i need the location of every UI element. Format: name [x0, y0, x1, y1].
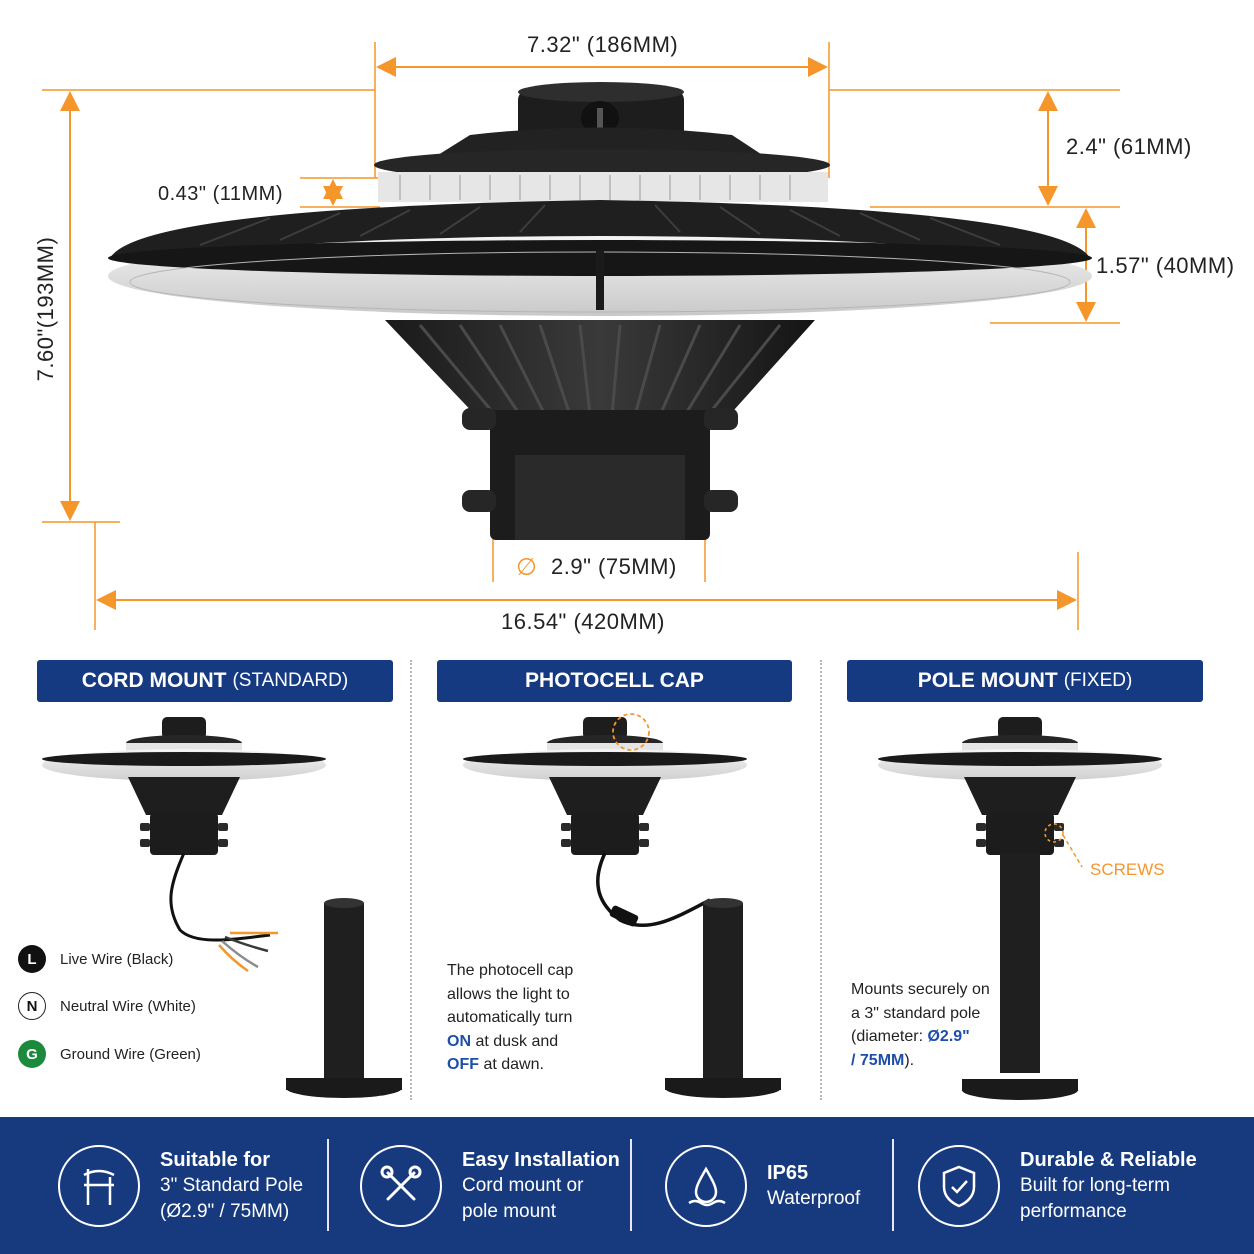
photocell-desc-line: at dusk and: [471, 1032, 559, 1050]
cord-mount-title: CORD MOUNT: [81, 669, 227, 692]
feature-pole-line3: (Ø2.9" / 75MM): [160, 1200, 290, 1222]
pole-desc-line: a 3" standard pole: [851, 1004, 981, 1022]
pole-diameter-metric: / 75MM: [851, 1051, 905, 1069]
ground-wire-label: Ground Wire (Green): [60, 1045, 201, 1063]
cord-mount-lamp: [42, 717, 326, 855]
cord-mount-header: CORD MOUNT (STANDARD): [37, 660, 393, 702]
photocell-desc-line: automatically turn: [447, 1009, 573, 1026]
live-wire-label: Live Wire (Black): [60, 950, 174, 968]
feature-durable-line2: Built for long-term: [1020, 1174, 1170, 1196]
photocell-desc-line: at dawn.: [479, 1056, 544, 1073]
total-height-label: 7.60"(193MM): [33, 236, 58, 382]
diameter-symbol-icon: ∅: [516, 554, 538, 581]
pole-icon: [58, 1144, 140, 1227]
dimension-diagram: [42, 42, 1120, 630]
feature-waterproof-title: IP65: [767, 1161, 809, 1184]
pole-mount-subtitle: (FIXED): [1063, 670, 1133, 691]
tools-icon: [360, 1144, 442, 1227]
feature-waterproof: IP65 Waterproof: [665, 1117, 860, 1254]
mount-illustrations: [42, 713, 1162, 1100]
ring-height-label: 0.43" (11MM): [158, 183, 283, 205]
cord-mount-pole: [286, 898, 402, 1098]
wire-ground-row: G Ground Wire (Green): [18, 1040, 201, 1068]
feature-durable: Durable & Reliable Built for long-term p…: [918, 1117, 1197, 1254]
light-fixture-drawing: [108, 82, 1092, 540]
photocell-lamp: [463, 717, 747, 855]
feature-pole-title: Suitable for: [160, 1148, 271, 1171]
photocell-cap-title: PHOTOCELL CAP: [525, 669, 704, 692]
off-keyword: OFF: [447, 1056, 479, 1073]
feature-divider: [327, 1139, 329, 1231]
photocell-desc-line: allows the light to: [447, 985, 570, 1003]
neutral-wire-badge: N: [18, 992, 46, 1020]
pole-diameter-value: Ø2.9": [927, 1028, 970, 1045]
pole-mount-lamp: [878, 717, 1162, 855]
wire-live-row: L Live Wire (Black): [18, 945, 173, 973]
pole-mount-title: POLE MOUNT: [917, 669, 1058, 692]
feature-installation-title: Easy Installation: [462, 1148, 620, 1171]
top-width-label: 7.32" (186MM): [527, 32, 679, 57]
mount-diameter-label: 2.9" (75MM): [551, 554, 677, 579]
feature-installation-line2: Cord mount or: [462, 1174, 584, 1196]
pole-desc-line: ).: [904, 1051, 915, 1069]
lens-height-label: 1.57" (40MM): [1096, 253, 1235, 278]
live-wire-badge: L: [18, 945, 46, 973]
ground-wire-badge: G: [18, 1040, 46, 1068]
panel-divider: [410, 660, 412, 1100]
shield-icon: [918, 1144, 1000, 1227]
feature-pole-line2: 3" Standard Pole: [160, 1174, 304, 1196]
feature-durable-title: Durable & Reliable: [1020, 1148, 1197, 1171]
feature-bar: Suitable for 3" Standard Pole (Ø2.9" / 7…: [0, 1117, 1254, 1254]
feature-installation: Easy Installation Cord mount or pole mou…: [360, 1117, 620, 1254]
feature-divider: [892, 1139, 894, 1231]
feature-divider: [630, 1139, 632, 1231]
screws-label: SCREWS: [1090, 860, 1165, 879]
neutral-wire-label: Neutral Wire (White): [60, 997, 196, 1015]
photocell-desc-line: The photocell cap: [447, 962, 574, 979]
feature-waterproof-line2: Waterproof: [767, 1187, 861, 1209]
pole-desc-line: (diameter:: [851, 1028, 928, 1045]
on-keyword: ON: [447, 1032, 471, 1050]
wire-neutral-row: N Neutral Wire (White): [18, 992, 196, 1020]
cord-mount-subtitle: (STANDARD): [232, 670, 349, 691]
water-drop-icon: [665, 1144, 747, 1227]
cap-height-label: 2.4" (61MM): [1066, 134, 1192, 159]
photocell-description: The photocell cap allows the light to au…: [447, 959, 573, 1077]
photocell-cap-header: PHOTOCELL CAP: [437, 660, 792, 702]
feature-installation-line3: pole mount: [462, 1200, 557, 1222]
pole-desc-line: Mounts securely on: [851, 981, 990, 998]
feature-pole: Suitable for 3" Standard Pole (Ø2.9" / 7…: [58, 1117, 303, 1254]
pole-mount-description: Mounts securely on a 3" standard pole (d…: [851, 978, 990, 1072]
total-width-label: 16.54" (420MM): [501, 609, 665, 634]
pole-mount-header: POLE MOUNT (FIXED): [847, 660, 1203, 702]
photocell-pole: [665, 898, 781, 1098]
feature-durable-line3: performance: [1020, 1200, 1127, 1222]
panel-divider: [820, 660, 822, 1100]
